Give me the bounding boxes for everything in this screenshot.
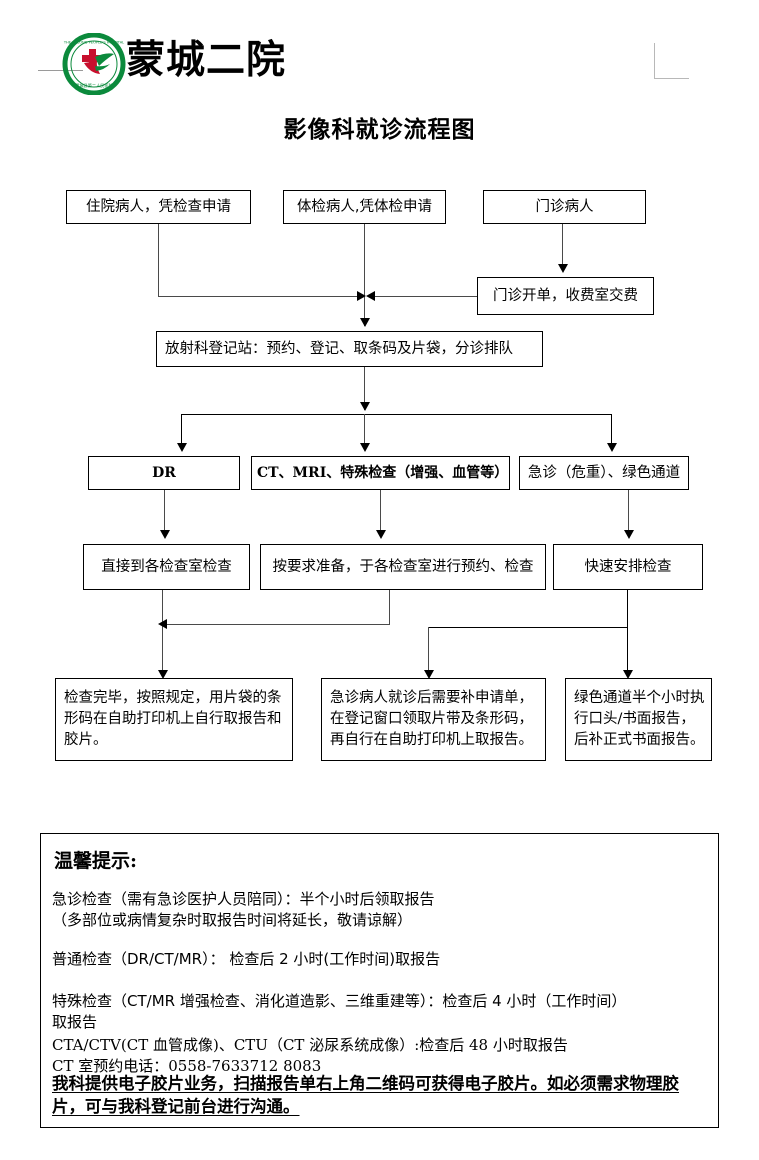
svg-text:蒙城县第二人民医院: 蒙城县第二人民医院 <box>75 82 114 89</box>
arrow-emergency-to-fast-exam <box>624 530 634 539</box>
node-emergency-label: 急诊（危重）、绿色通道 <box>527 464 681 481</box>
node-direct-exam[interactable]: 直接到各检查室检查 <box>83 544 250 590</box>
arrow-checkup-to-registration <box>360 318 370 327</box>
note-line-emergency-delay: （多部位或病情复杂时取报告时间将延长，敬请谅解） <box>52 911 413 929</box>
connector-inpatient-right <box>158 296 365 297</box>
arrow-ctmri-to-prepare-exam <box>376 530 386 539</box>
node-fast-exam[interactable]: 快速安排检查 <box>553 544 703 590</box>
arrow-branch-to-emergency <box>607 443 617 452</box>
connector-dr-down <box>164 490 165 534</box>
arrow-registration-to-branch <box>360 402 370 411</box>
arrow-dr-to-direct-exam <box>160 530 170 539</box>
connector-checkup-down <box>364 224 365 326</box>
node-prepare-exam[interactable]: 按要求准备，于各检查室进行预约、检查 <box>260 544 546 590</box>
note-line-cta: CTA/CTV(CT 血管成像)、CTU（CT 泌尿系统成像）:检查后 48 小… <box>52 1036 568 1054</box>
hospital-cross-bird-logo-icon: 蒙城县第二人民医院 THE SECOND PEOPLE'S HOSPITAL <box>62 33 126 95</box>
connector-prepare-exam-left <box>163 624 390 625</box>
node-self-print-label: 检查完毕，按照规定，用片袋的条形码在自助打印机上自行取报告和胶片。 <box>64 690 282 748</box>
connector-fast-exam-left <box>428 627 628 628</box>
connector-branch-mid-drop <box>364 414 365 447</box>
arrow-prepare-exam-into-trunk <box>158 619 167 629</box>
node-billing-label: 门诊开单，收费室交费 <box>493 287 638 304</box>
connector-green-channel-down <box>627 627 628 675</box>
node-checkup[interactable]: 体检病人,凭体检申请 <box>283 190 446 224</box>
node-fast-exam-label: 快速安排检查 <box>584 558 672 575</box>
page-title: 影像科就诊流程图 <box>283 116 476 143</box>
note-final: 我科提供电子胶片业务，扫描报告单右上角二维码可获得电子胶片。如必须需求物理胶片，… <box>52 1074 679 1116</box>
node-prepare-exam-label: 按要求准备，于各检查室进行预约、检查 <box>272 558 534 575</box>
node-dr[interactable]: DR <box>88 456 240 490</box>
arrow-to-green-channel-report <box>623 670 633 679</box>
arrow-inpatient-into-junction <box>357 291 366 301</box>
node-ct-mri[interactable]: CT、MRI、特殊检查（增强、血管等） <box>251 456 510 490</box>
connector-ctmri-down <box>380 490 381 534</box>
node-registration-label: 放射科登记站：预约、登记、取条码及片袋，分诊排队 <box>165 340 513 357</box>
corner-crop-mark-icon <box>654 43 689 79</box>
node-ct-mri-label: CT、MRI、特殊检查（增强、血管等） <box>257 464 509 481</box>
notes-title: 温馨提示: <box>54 850 138 872</box>
arrow-outpatient-to-billing <box>558 264 568 273</box>
node-billing[interactable]: 门诊开单，收费室交费 <box>477 277 654 315</box>
arrow-branch-to-dr <box>177 443 187 452</box>
connector-emergency-down <box>628 490 629 534</box>
node-dr-label: DR <box>152 464 176 481</box>
connector-branch-bar <box>181 414 611 415</box>
node-direct-exam-label: 直接到各检查室检查 <box>101 558 232 575</box>
note-line-special-cont: 取报告 <box>52 1013 98 1031</box>
arrow-direct-exam-to-self-print <box>158 670 168 679</box>
arrow-branch-to-ctmri <box>360 443 370 452</box>
connector-prepare-exam-down <box>389 590 390 624</box>
node-outpatient-label: 门诊病人 <box>535 198 594 215</box>
node-inpatient[interactable]: 住院病人，凭检查申请 <box>66 190 251 224</box>
connector-billing-left <box>372 296 477 297</box>
node-emergency[interactable]: 急诊（危重）、绿色通道 <box>519 456 689 490</box>
connector-direct-exam-down <box>162 590 163 675</box>
connector-emergency-supplement-drop <box>428 627 429 675</box>
node-registration[interactable]: 放射科登记站：预约、登记、取条码及片袋，分诊排队 <box>156 331 543 367</box>
node-emergency-supplement-label: 急诊病人就诊后需要补申请单，在登记窗口领取片带及条形码，再自行在自助打印机上取报… <box>330 690 533 748</box>
svg-text:THE SECOND PEOPLE'S HOSPITAL: THE SECOND PEOPLE'S HOSPITAL <box>63 41 124 45</box>
node-inpatient-label: 住院病人，凭检查申请 <box>86 198 231 215</box>
note-line-phone: CT 室预约电话：0558-7633712 8083 <box>52 1057 322 1075</box>
connector-inpatient-down <box>158 224 159 296</box>
connector-registration-down <box>364 367 365 410</box>
connector-fast-exam-down <box>627 590 628 627</box>
node-emergency-supplement[interactable]: 急诊病人就诊后需要补申请单，在登记窗口领取片带及条形码，再自行在自助打印机上取报… <box>321 678 546 761</box>
node-green-channel-report[interactable]: 绿色通道半个小时执行口头/书面报告，后补正式书面报告。 <box>565 678 712 761</box>
node-green-channel-report-label: 绿色通道半个小时执行口头/书面报告，后补正式书面报告。 <box>574 690 705 748</box>
node-outpatient[interactable]: 门诊病人 <box>483 190 646 224</box>
note-line-special: 特殊检查（CT/MR 增强检查、消化道造影、三维重建等）：检查后 4 小时（工作… <box>52 992 627 1010</box>
node-checkup-label: 体检病人,凭体检申请 <box>296 198 433 215</box>
note-line-emergency: 急诊检查（需有急诊医护人员陪同）：半个小时后领取报告 <box>52 890 435 908</box>
connector-outpatient-down <box>562 224 563 270</box>
notes-box: 温馨提示: <box>40 833 719 1128</box>
connector-branch-left-drop <box>181 414 182 447</box>
note-line-general: 普通检查（DR/CT/MR）： 检查后 2 小时(工作时间)取报告 <box>52 950 441 968</box>
connector-branch-right-drop <box>611 414 612 447</box>
arrow-to-emergency-supplement <box>424 670 434 679</box>
hospital-name: 蒙城二院 <box>126 37 287 83</box>
arrow-billing-into-junction <box>366 291 375 301</box>
header-rule <box>38 70 83 71</box>
node-self-print[interactable]: 检查完毕，按照规定，用片袋的条形码在自助打印机上自行取报告和胶片。 <box>55 678 293 761</box>
